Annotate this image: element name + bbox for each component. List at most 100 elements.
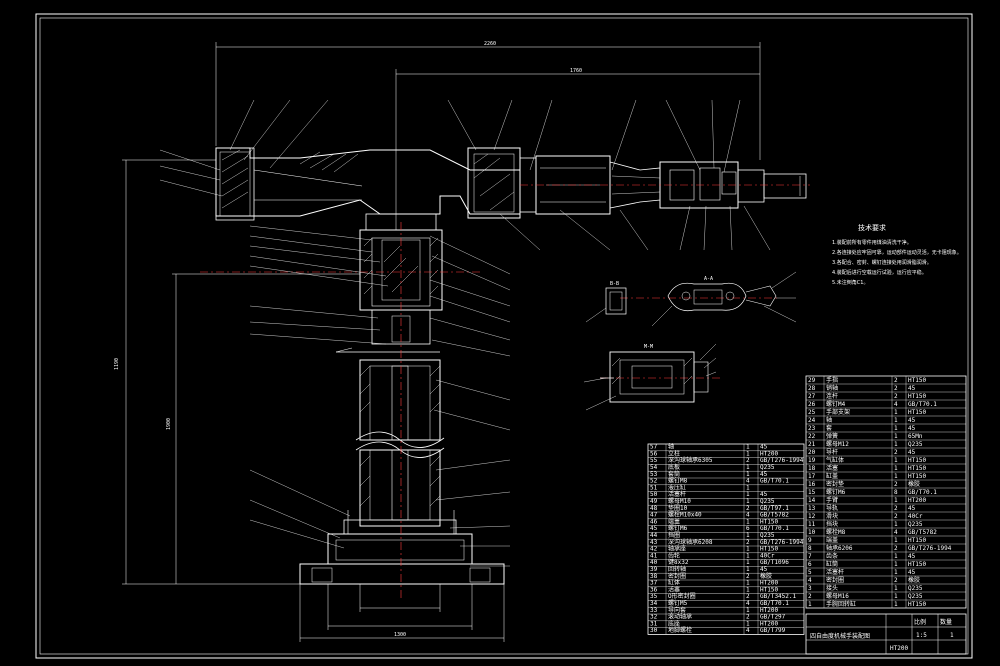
- parts-cell-name: 立柱: [668, 449, 680, 457]
- parts-cell-mat: HT200: [908, 497, 926, 504]
- parts-cell-mat: HT150: [760, 518, 778, 525]
- parts-cell-mat: 40Cr: [760, 552, 775, 559]
- parts-cell-qty: 1: [746, 580, 750, 587]
- parts-cell-no: 32: [650, 614, 658, 621]
- parts-cell-no: 16: [808, 481, 816, 488]
- parts-cell-name: 螺钉M5: [668, 599, 688, 607]
- parts-cell-name: 手部支架: [826, 408, 850, 416]
- parts-cell-no: 52: [650, 478, 658, 485]
- parts-cell-no: 39: [650, 566, 658, 573]
- parts-cell-qty: 1: [894, 417, 898, 424]
- parts-cell-name: 键8x32: [668, 558, 689, 566]
- parts-cell-name: 液压缸: [668, 483, 686, 491]
- parts-cell-qty: 4: [746, 600, 750, 607]
- detail-view-mm: [583, 343, 717, 411]
- parts-cell-mat: HT150: [908, 409, 926, 416]
- center-lines: [200, 184, 810, 600]
- parts-cell-qty: 1: [746, 532, 750, 539]
- parts-cell-mat: Q235: [760, 464, 775, 471]
- parts-cell-qty: 1: [894, 585, 898, 592]
- parts-cell-name: O形密封圈: [668, 592, 696, 600]
- parts-cell-name: 轴承座: [668, 545, 686, 553]
- parts-cell-no: 21: [808, 441, 816, 448]
- section-label-bb: B-B: [610, 281, 619, 287]
- parts-cell-name: 齿轮: [668, 551, 680, 559]
- parts-cell-name: 活塞杆: [826, 568, 844, 576]
- parts-cell-name: 密封垫: [826, 480, 844, 488]
- tech-note-line: 5.未注倒角C1。: [832, 279, 868, 286]
- parts-cell-mat: 45: [908, 417, 916, 424]
- parts-cell-mat: 45: [760, 566, 768, 573]
- parts-cell-name: 密封圈: [826, 576, 844, 584]
- parts-cell-qty: 1: [746, 552, 750, 559]
- parts-cell-mat: GB/T297: [760, 614, 786, 621]
- parts-cell-qty: 2: [894, 481, 898, 488]
- parts-cell-mat: GB/T276-1994: [760, 457, 804, 464]
- parts-cell-no: 12: [808, 513, 816, 520]
- parts-cell-no: 54: [650, 464, 658, 471]
- parts-cell-name: 手臂: [826, 496, 838, 504]
- detail-view-bb: [585, 287, 627, 323]
- parts-cell-qty: 1: [894, 561, 898, 568]
- parts-cell-name: 端盖: [826, 536, 838, 544]
- parts-cell-mat: GB/T1096: [760, 559, 789, 566]
- parts-cell-no: 14: [808, 497, 816, 504]
- parts-cell-qty: 1: [894, 497, 898, 504]
- parts-cell-qty: 1: [894, 569, 898, 576]
- parts-cell-qty: 1: [746, 518, 750, 525]
- parts-cell-qty: 2: [894, 513, 898, 520]
- parts-cell-qty: 1: [746, 471, 750, 478]
- parts-cell-name: 连杆: [826, 392, 838, 400]
- parts-cell-name: 销轴: [826, 384, 838, 392]
- parts-table-outline: [805, 375, 967, 609]
- parts-cell-name: 深沟球轴承6305: [668, 456, 713, 464]
- parts-cell-no: 46: [650, 518, 658, 525]
- parts-cell-qty: 1: [746, 444, 750, 451]
- parts-cell-mat: 橡胶: [908, 576, 920, 584]
- parts-cell-mat: 45: [908, 449, 916, 456]
- parts-cell-qty: 1: [746, 620, 750, 627]
- parts-cell-mat: 40Cr: [908, 513, 923, 520]
- parts-cell-mat: HT200: [760, 607, 778, 614]
- parts-cell-no: 7: [808, 553, 812, 560]
- parts-cell-no: 23: [808, 425, 816, 432]
- dim-overall-length: 2260: [484, 41, 496, 47]
- parts-cell-qty: 1: [746, 491, 750, 498]
- parts-cell-mat: HT150: [908, 393, 926, 400]
- parts-cell-no: 5: [808, 569, 812, 576]
- parts-cell-no: 40: [650, 559, 658, 566]
- parts-cell-no: 38: [650, 573, 658, 580]
- parts-cell-name: 轴: [826, 416, 832, 424]
- parts-cell-qty: 1: [746, 498, 750, 505]
- parts-cell-mat: Q235: [760, 498, 775, 505]
- parts-cell-mat: GB/T276-1994: [908, 545, 952, 552]
- detail-view-aa: [651, 271, 797, 327]
- tech-notes: 技术要求 1.装配前所有零件用煤油清洗干净。 2.各连接处应牢固可靠，运动部件运…: [832, 223, 962, 286]
- parts-cell-name: 地脚螺栓: [668, 626, 692, 634]
- parts-cell-name: 缸体: [668, 579, 680, 587]
- parts-cell-mat: HT150: [908, 537, 926, 544]
- outer-frame: [35, 13, 973, 659]
- parts-cell-no: 49: [650, 498, 658, 505]
- parts-cell-mat: HT150: [908, 377, 926, 384]
